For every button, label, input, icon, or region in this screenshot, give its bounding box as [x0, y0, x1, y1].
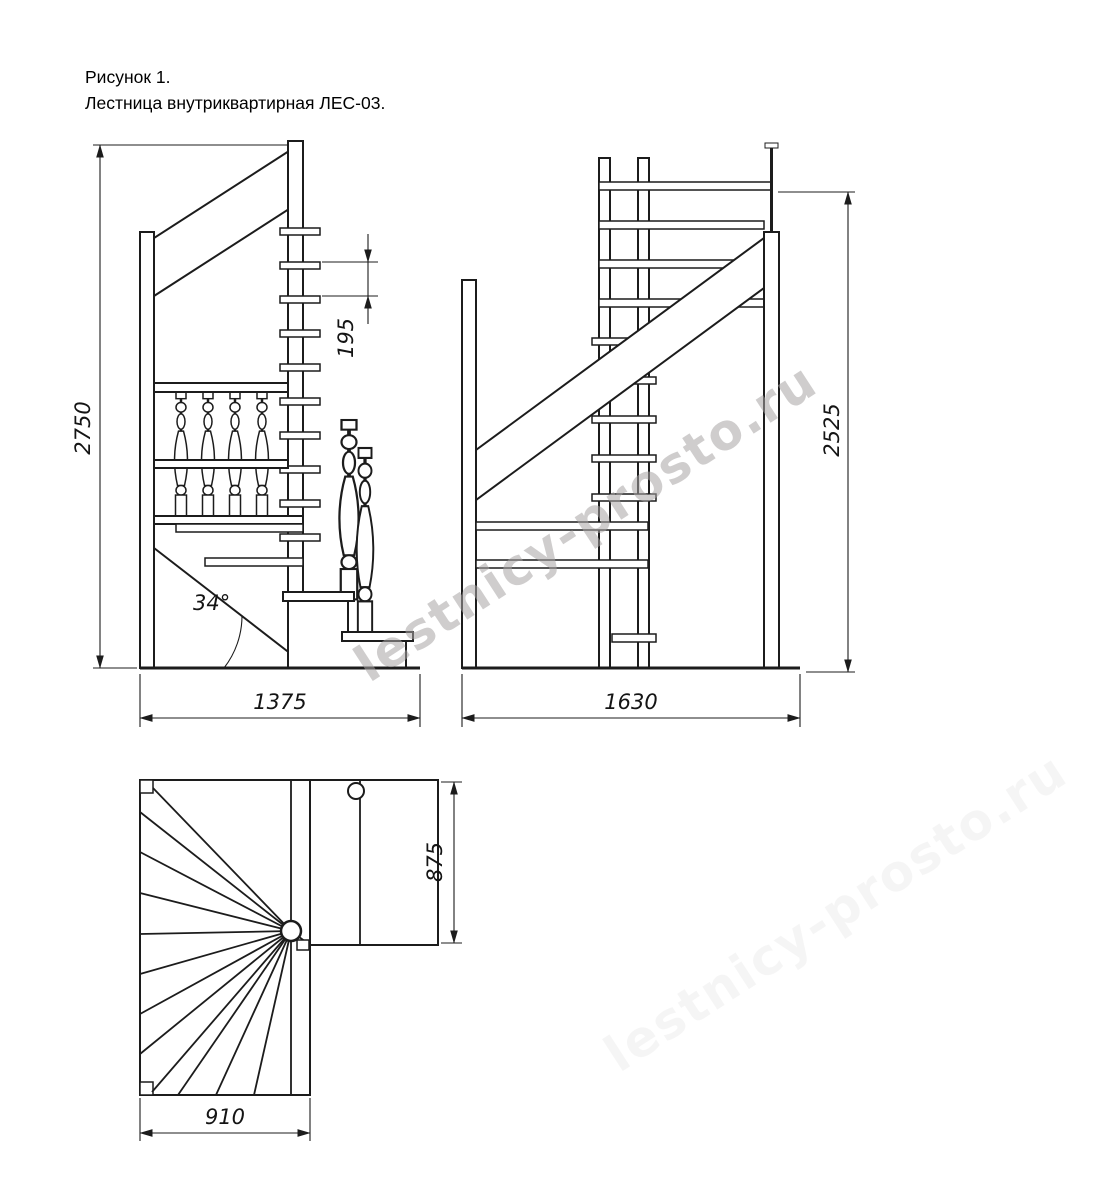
plan-top-newel	[347, 782, 365, 800]
front-balusters	[173, 390, 270, 518]
side-tread-bar-2	[475, 559, 649, 569]
side-right-post	[763, 231, 780, 669]
plan-width-label: 910	[205, 1105, 245, 1129]
side-dim-width: 1630	[461, 674, 801, 727]
front-dim-width: 1375	[139, 674, 421, 727]
front-handrail-top	[153, 382, 289, 393]
front-angle-label: 34°	[193, 591, 230, 615]
plan-tread-fan	[139, 780, 311, 1096]
front-upper-stringer	[153, 140, 304, 298]
side-rail-rod-cap	[764, 142, 779, 149]
plan-center-newel	[279, 919, 303, 943]
front-winder-tread-2	[204, 557, 304, 567]
front-winder-tread-1	[175, 523, 304, 533]
front-dim-height: 2750	[71, 144, 288, 669]
plan-flight-outline	[309, 779, 439, 946]
front-tread-board-2	[341, 631, 414, 642]
side-dim-height: 2525	[778, 191, 855, 673]
plan-corner-post-bottom	[139, 1081, 154, 1096]
side-tread-bar-3	[611, 633, 657, 643]
front-handrail-mid	[153, 459, 289, 469]
plan-view: 875 910	[139, 779, 462, 1141]
side-ladder-rail-left	[598, 157, 611, 669]
front-height-label: 2750	[71, 401, 95, 454]
front-dim-riser: 195	[322, 234, 378, 358]
side-view: 2525 1630	[461, 142, 855, 727]
front-tread-board-1	[282, 591, 355, 602]
front-lower-stringer	[153, 547, 301, 662]
front-tread-ends	[279, 227, 321, 542]
figure-caption-line2: Лестница внутриквартирная ЛЕС-03.	[85, 93, 386, 114]
front-width-label: 1375	[253, 690, 306, 714]
plan-depth-label: 875	[423, 842, 447, 882]
side-tread-bar-1	[475, 521, 649, 531]
front-view: 2750 195	[71, 140, 421, 727]
front-angle-annotation: 34°	[193, 591, 243, 669]
figure-caption-line1: Рисунок 1.	[85, 67, 171, 87]
front-central-post	[287, 140, 304, 649]
side-width-label: 1630	[604, 690, 657, 714]
front-handrail-low	[153, 515, 304, 525]
front-riser-label: 195	[334, 318, 358, 358]
plan-dim-depth: 875	[423, 781, 462, 944]
plan-dim-width: 910	[139, 1098, 311, 1141]
side-height-label: 2525	[820, 403, 844, 456]
figure-caption: Рисунок 1. Лестница внутриквартирная ЛЕС…	[85, 64, 385, 117]
plan-corner-post-top	[139, 779, 154, 794]
side-ladder-rail-right	[637, 157, 650, 669]
front-left-post	[139, 231, 155, 669]
side-left-post	[461, 279, 477, 669]
plan-center-newel-base	[296, 939, 310, 951]
